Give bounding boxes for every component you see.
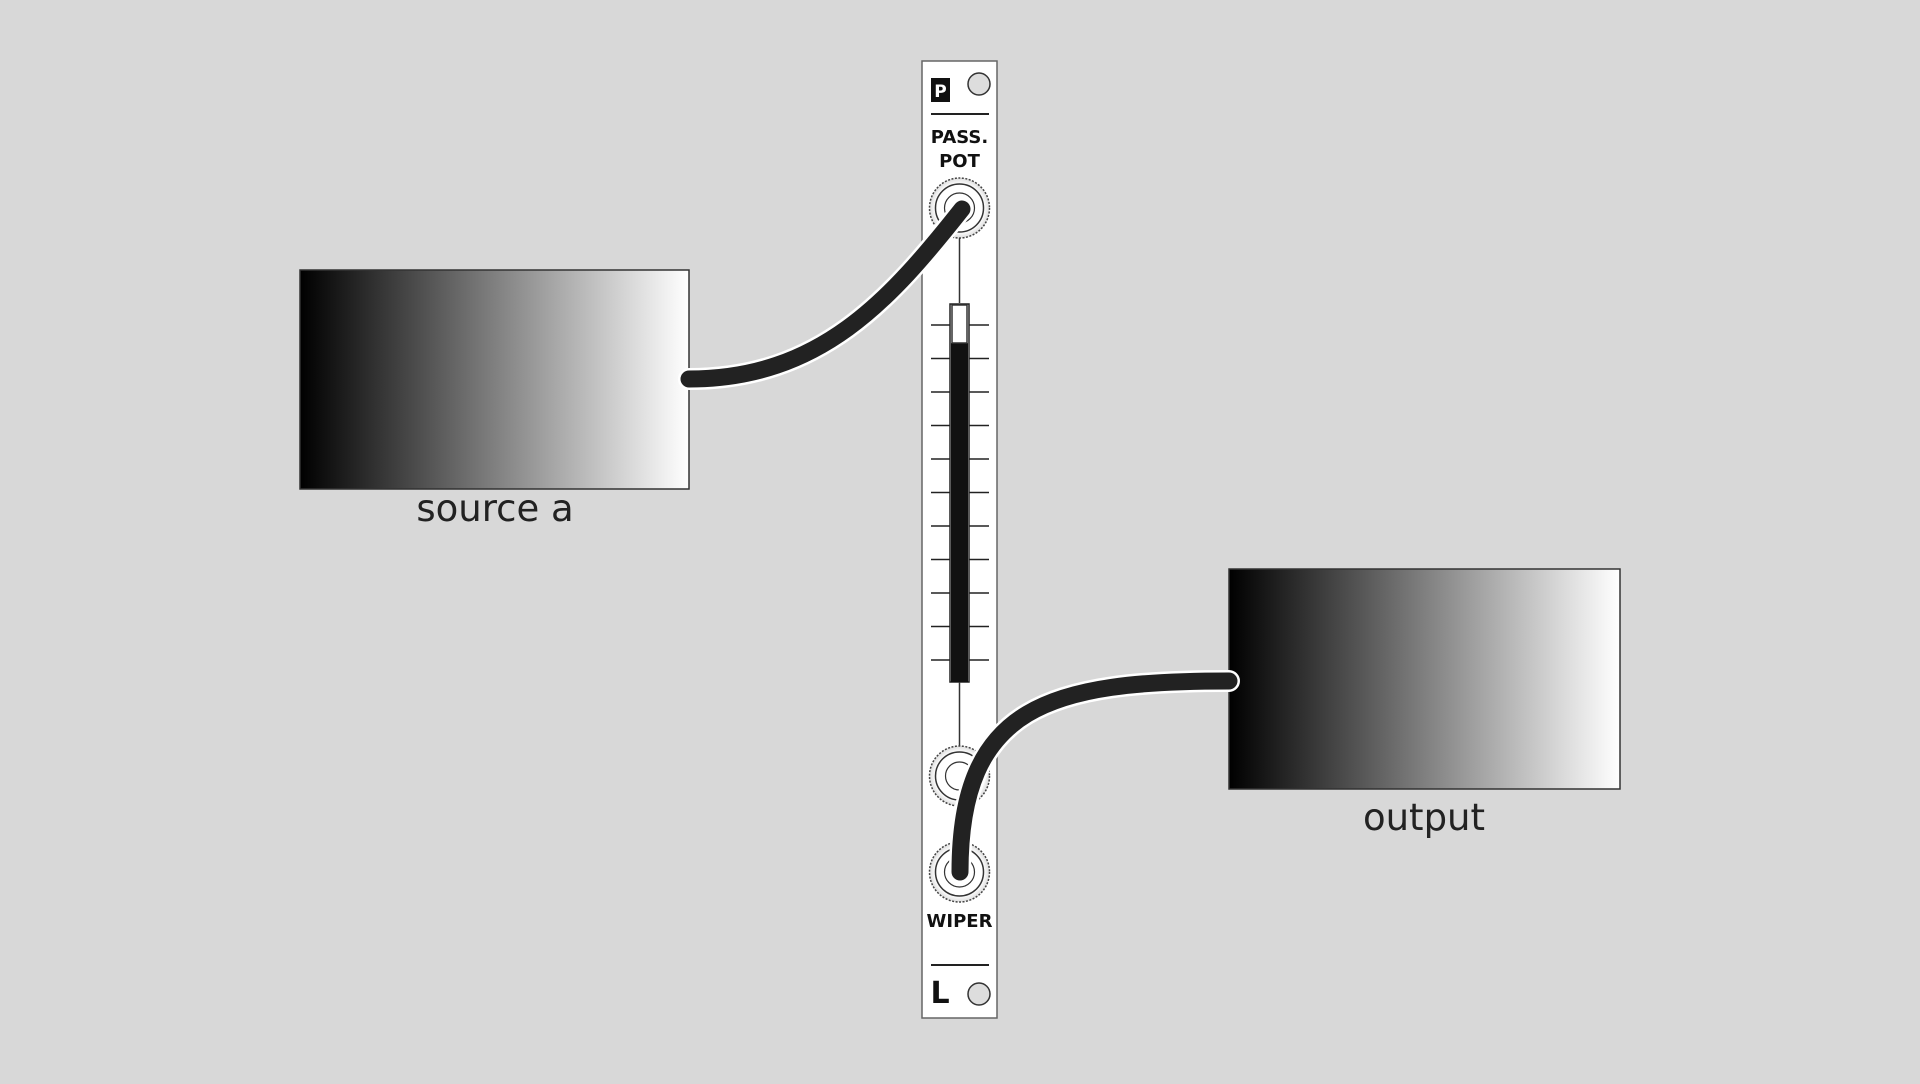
top-badge-letter: P bbox=[934, 82, 946, 102]
source-block: source a bbox=[299, 269, 690, 530]
module-title-line2: POT bbox=[939, 151, 980, 172]
bottom-screw-icon bbox=[967, 982, 991, 1006]
output-label: output bbox=[1363, 796, 1485, 839]
fader[interactable] bbox=[949, 303, 970, 683]
module-title-line1: PASS. bbox=[931, 127, 988, 148]
output-block: output bbox=[1228, 568, 1621, 839]
cable-wiper-to-output[interactable] bbox=[949, 670, 1240, 883]
fader-fill bbox=[951, 343, 968, 682]
top-screw-icon bbox=[967, 72, 991, 96]
top-badge-icon bbox=[931, 78, 950, 102]
output-gradient-box bbox=[1228, 568, 1621, 790]
source-label: source a bbox=[416, 487, 573, 530]
wiper-label: WIPER bbox=[927, 911, 993, 932]
source-gradient-box bbox=[299, 269, 690, 490]
fader-cap[interactable] bbox=[951, 304, 968, 344]
cable-source-to-pot[interactable] bbox=[678, 198, 973, 390]
bottom-badge-icon: L bbox=[930, 976, 949, 1011]
